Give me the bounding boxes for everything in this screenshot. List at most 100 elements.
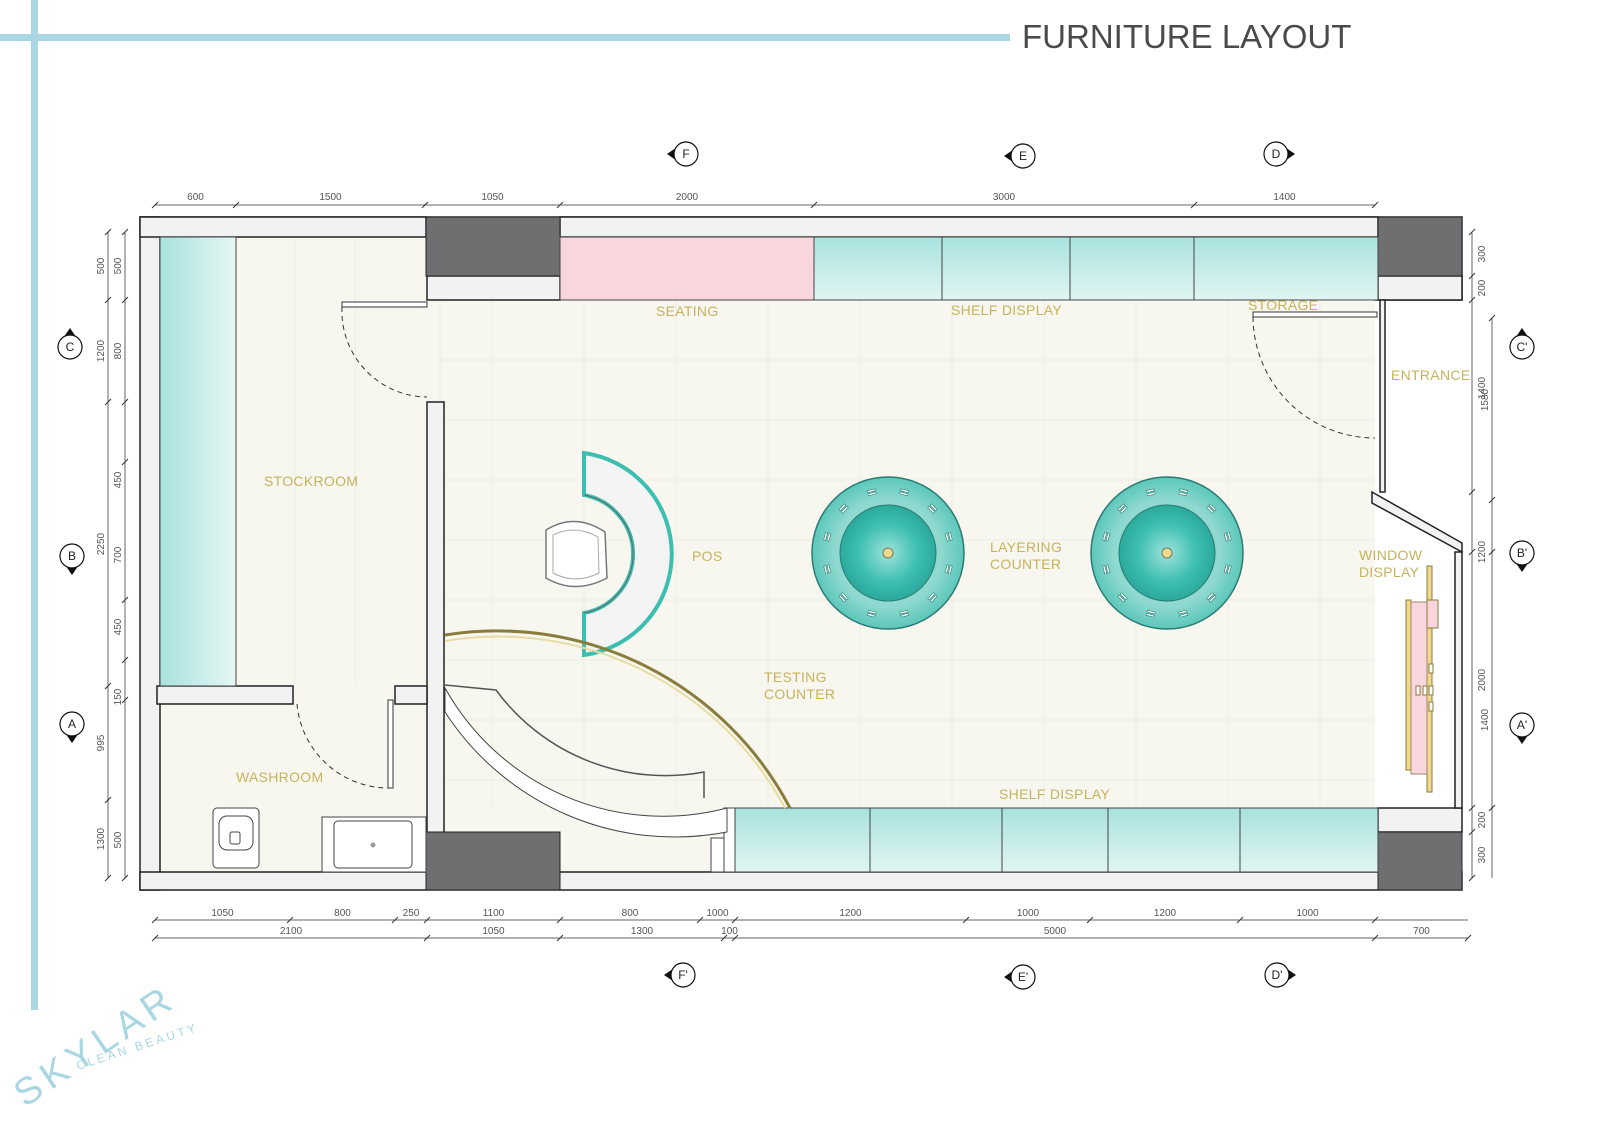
dim-tick [1488, 548, 1496, 556]
dim-tick [104, 874, 112, 882]
dimension-label: 1500 [319, 192, 342, 203]
dim-tick [121, 398, 129, 406]
dimension-label: 100 [721, 926, 738, 937]
section-marker: B [59, 543, 85, 575]
product-slot [838, 592, 849, 603]
section-marker-label: D [1272, 147, 1281, 161]
label-window-display-line: DISPLAY [1359, 564, 1420, 580]
dim-tick [810, 201, 818, 209]
shelf-display-bottom [734, 807, 1379, 873]
product-slot [899, 609, 910, 618]
product-slot [899, 488, 910, 497]
product-slot [1145, 609, 1156, 618]
section-marker: E [1004, 143, 1036, 169]
section-marker: E' [1004, 964, 1036, 990]
label-storage: STORAGE [1248, 297, 1318, 313]
dim-tick [1468, 874, 1476, 882]
dimension-label: 600 [187, 192, 204, 203]
dim-tick [1488, 314, 1496, 322]
dim-tick [391, 916, 399, 924]
dimension-label: 3000 [993, 192, 1016, 203]
dim-tick [1464, 934, 1472, 942]
dimension-label: 1050 [482, 926, 505, 937]
dimension-label: 450 [113, 618, 124, 635]
layering-table-2 [1090, 476, 1244, 630]
dimension-label: 700 [113, 546, 124, 563]
dim-tick [121, 696, 129, 704]
dim-tick [1086, 916, 1094, 924]
product-slot [944, 531, 953, 542]
dimension-label: 2250 [96, 532, 107, 555]
dim-tick [731, 934, 739, 942]
dim-tick [696, 916, 704, 924]
product-slot [1102, 531, 1111, 542]
section-marker: F' [664, 962, 696, 988]
dimension-label: 450 [113, 471, 124, 488]
dimension-label: 300 [1477, 245, 1488, 262]
dim-tick [1468, 804, 1476, 812]
section-marker: D [1263, 141, 1295, 167]
dimension-label: 1000 [1017, 908, 1040, 919]
dim-tick [1468, 272, 1476, 280]
dim-tick [1468, 548, 1476, 556]
dimension-label: 200 [1477, 811, 1488, 828]
section-marker-label: A' [1517, 718, 1527, 732]
dimension-label: 1100 [483, 908, 505, 919]
dim-tick [104, 398, 112, 406]
dim-tick [556, 201, 564, 209]
product-slot [927, 503, 938, 514]
dim-tick [104, 796, 112, 804]
product-slot [1102, 564, 1111, 575]
product-slot [823, 531, 832, 542]
product-slot [1145, 488, 1156, 497]
dim-tick [232, 201, 240, 209]
dim-tick [1468, 228, 1476, 236]
dim-tick [962, 916, 970, 924]
section-marker: F [667, 141, 699, 167]
dim-tick [1190, 201, 1198, 209]
dimension-label: 1400 [1273, 192, 1296, 203]
section-marker-label: E' [1018, 970, 1028, 984]
dimension-label: 1400 [1477, 376, 1488, 399]
dim-tick [423, 916, 431, 924]
window-display-unit [1405, 565, 1439, 793]
dim-tick [121, 874, 129, 882]
section-marker: C [57, 328, 83, 360]
product-slot [1117, 503, 1128, 514]
label-seating: SEATING [656, 303, 719, 319]
product-slot [823, 564, 832, 575]
table-product-slots [823, 488, 1232, 618]
dim-tick [1371, 916, 1379, 924]
dim-tick [1488, 804, 1496, 812]
washroom-fixtures [212, 807, 427, 873]
dim-tick [731, 916, 739, 924]
section-marker-label: A [68, 717, 76, 731]
dim-tick [1371, 934, 1379, 942]
dimension-label: 250 [403, 908, 420, 919]
dimension-label: 500 [113, 831, 124, 848]
dim-tick [151, 934, 159, 942]
product-slot [1117, 592, 1128, 603]
product-slot [1206, 592, 1217, 603]
section-marker: C' [1509, 328, 1535, 360]
dimension-label: 1200 [1477, 540, 1488, 563]
dimension-label: 5000 [1044, 926, 1067, 937]
dimension-label: 300 [1477, 846, 1488, 863]
section-marker: B' [1509, 540, 1535, 572]
dim-tick [151, 201, 159, 209]
product-slot [944, 564, 953, 575]
label-layering-counter-line: COUNTER [990, 556, 1061, 572]
dimension-label: 1200 [1154, 908, 1177, 919]
label-stockroom: STOCKROOM [264, 473, 358, 489]
dimension-label: 2000 [676, 192, 699, 203]
dimension-label: 1300 [631, 926, 654, 937]
testing-counter [444, 629, 792, 838]
section-marker-label: C [66, 340, 75, 354]
label-entrance: ENTRANCE [1391, 367, 1470, 383]
dim-tick [1468, 488, 1476, 496]
shelf-display-top [813, 236, 1379, 301]
dim-tick [556, 934, 564, 942]
section-marker-label: D' [1272, 968, 1283, 982]
